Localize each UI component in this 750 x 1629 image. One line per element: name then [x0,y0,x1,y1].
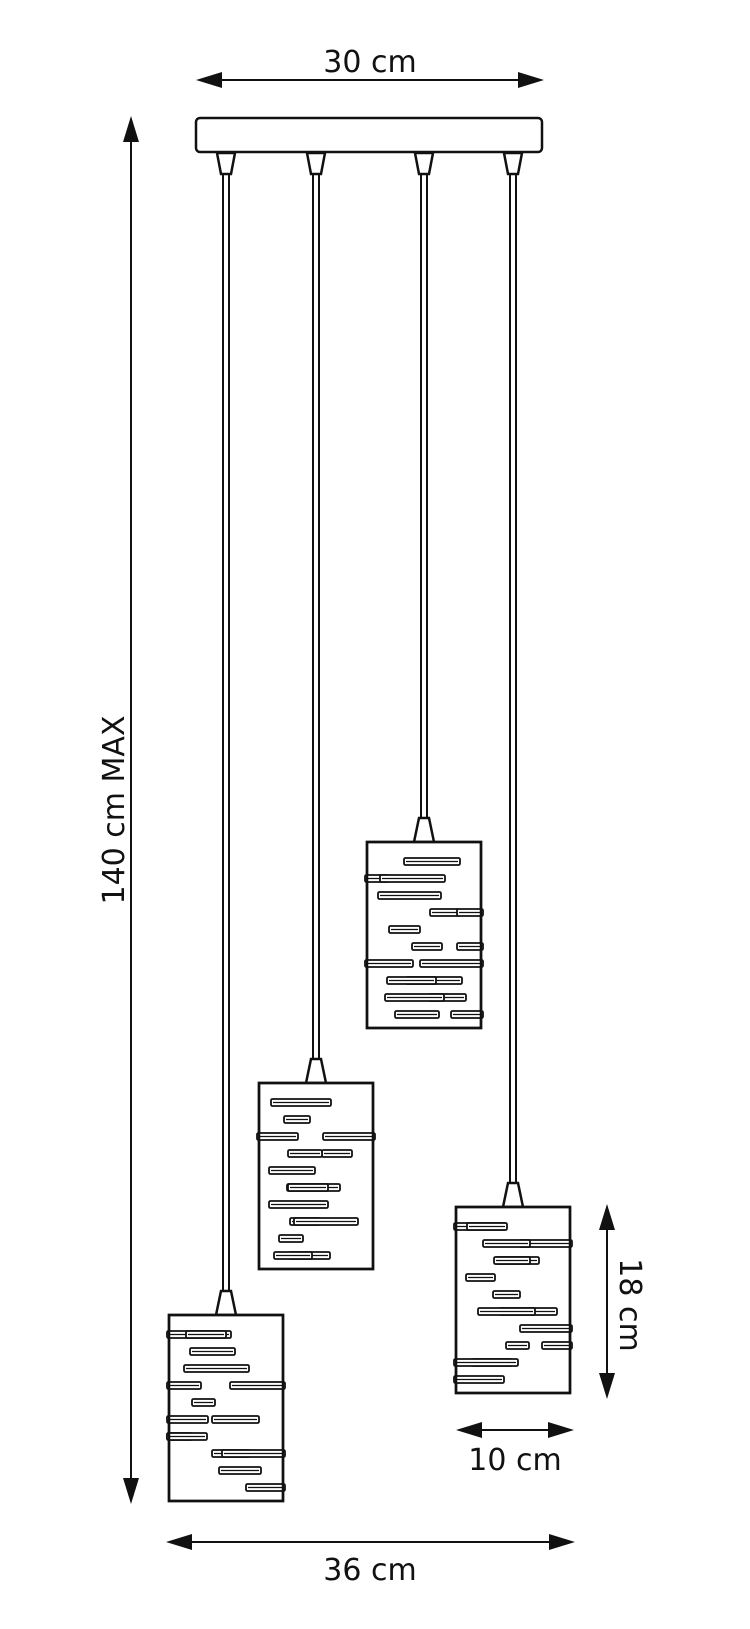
dimension-max-height: 140 cm MAX [97,116,139,1504]
total-width-label: 36 cm [323,1553,416,1588]
lamp-shade [453,1205,573,1395]
shade-height-label: 18 cm [612,1258,647,1351]
pendant-2 [256,151,376,1271]
socket-cap [412,816,436,844]
cable-holder [502,151,524,176]
socket-cap [214,1289,238,1317]
shade-frame [167,1313,285,1503]
canopy-width-label: 30 cm [323,45,416,80]
shade-body [257,1081,375,1271]
dimension-shade-height: 18 cm [599,1204,647,1399]
cable-holder [215,151,237,176]
dimension-shade-width: 10 cm [456,1422,574,1478]
dimension-canopy-width: 30 cm [196,45,544,88]
lamp-shade [364,840,484,1030]
lamp-shade [166,1313,286,1503]
pendant-3 [364,151,484,1030]
socket-cap [304,1057,328,1085]
ceiling-canopy [194,116,544,154]
shade-frame [454,1205,572,1395]
pendant-4 [453,151,573,1395]
max-height-label: 140 cm MAX [97,715,132,904]
pendant-1 [166,151,286,1503]
dimension-total-width: 36 cm [166,1534,575,1588]
socket-cap [501,1181,525,1209]
shade-width-label: 10 cm [468,1443,561,1478]
lamp-shade [256,1081,376,1271]
pendants-group [166,151,573,1503]
shade-frame [257,1081,375,1271]
cable-holder [413,151,435,176]
cable-holder [305,151,327,176]
shade-frame [365,840,483,1030]
